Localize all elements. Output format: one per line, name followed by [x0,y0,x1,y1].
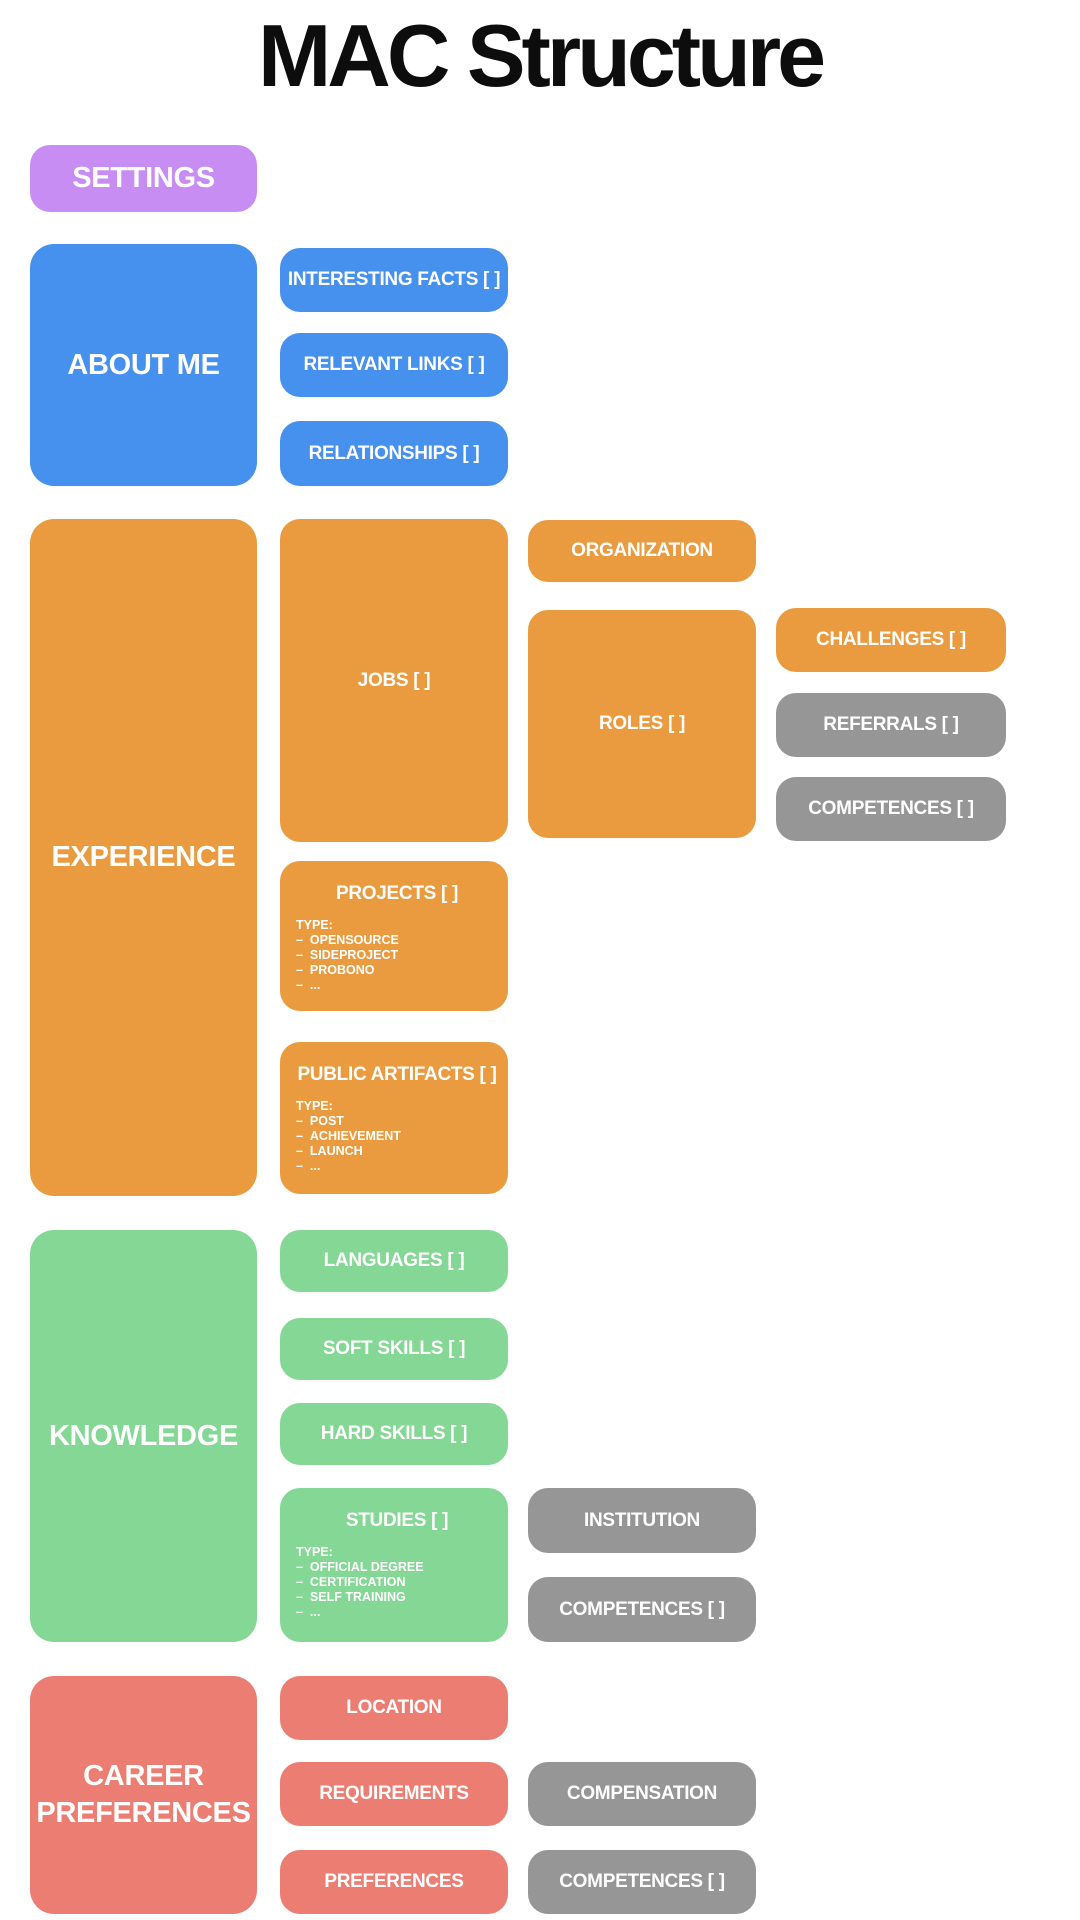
node-settings[interactable]: SETTINGS [30,145,257,212]
node-compensation-label: COMPENSATION [566,1783,718,1804]
node-location[interactable]: LOCATION [280,1676,508,1740]
studies-type-header: TYPE: [296,1545,333,1559]
node-roles-competences[interactable]: COMPETENCES [ ] [776,777,1006,841]
node-public-artifacts-label: PUBLIC ARTIFACTS [ ] [297,1064,497,1085]
node-compensation[interactable]: COMPENSATION [528,1762,756,1826]
node-experience[interactable]: EXPERIENCE [30,519,257,1196]
type-item: PROBONO [296,963,498,978]
node-relationships-label: RELATIONSHIPS [ ] [308,442,480,464]
node-hard-skills-label: HARD SKILLS [ ] [320,1423,468,1444]
node-projects[interactable]: PROJECTS [ ] TYPE: OPENSOURCE SIDEPROJEC… [280,861,508,1011]
node-studies-label: STUDIES [ ] [345,1510,449,1531]
type-item: OPENSOURCE [296,933,498,948]
node-experience-label: EXPERIENCE [51,841,236,873]
node-relevant-links[interactable]: RELEVANT LINKS [ ] [280,333,508,397]
node-career-preferences[interactable]: CAREER PREFERENCES [30,1676,257,1914]
node-roles[interactable]: ROLES [ ] [528,610,756,838]
node-about-me-label: ABOUT ME [67,348,220,381]
projects-type-list: OPENSOURCE SIDEPROJECT PROBONO ... [296,933,498,993]
node-languages-label: LANGUAGES [ ] [323,1250,465,1271]
node-soft-skills-label: SOFT SKILLS [ ] [322,1338,466,1359]
node-knowledge-label: KNOWLEDGE [48,1419,238,1452]
node-referrals[interactable]: REFERRALS [ ] [776,693,1006,757]
node-requirements-label: REQUIREMENTS [319,1783,469,1804]
node-public-artifacts[interactable]: PUBLIC ARTIFACTS [ ] TYPE: POST ACHIEVEM… [280,1042,508,1194]
type-item: SELF TRAINING [296,1590,498,1605]
type-item: SIDEPROJECT [296,948,498,963]
projects-type-header: TYPE: [296,918,333,932]
node-institution[interactable]: INSTITUTION [528,1488,756,1553]
node-roles-competences-label: COMPETENCES [ ] [808,798,974,819]
studies-type-list: OFFICIAL DEGREE CERTIFICATION SELF TRAIN… [296,1560,498,1620]
node-interesting-facts[interactable]: INTERESTING FACTS [ ] [280,248,508,312]
node-preferences-competences[interactable]: COMPETENCES [ ] [528,1850,756,1914]
node-interesting-facts-label: INTERESTING FACTS [ ] [287,269,501,290]
type-item: ACHIEVEMENT [296,1129,498,1144]
node-about-me[interactable]: ABOUT ME [30,244,257,486]
node-challenges-label: CHALLENGES [ ] [816,629,966,650]
node-jobs-label: JOBS [ ] [357,669,431,691]
node-relationships[interactable]: RELATIONSHIPS [ ] [280,421,508,486]
type-item: OFFICIAL DEGREE [296,1560,498,1575]
node-location-label: LOCATION [346,1697,442,1718]
node-organization[interactable]: ORGANIZATION [528,520,756,582]
node-soft-skills[interactable]: SOFT SKILLS [ ] [280,1318,508,1380]
node-languages[interactable]: LANGUAGES [ ] [280,1230,508,1292]
public-artifacts-type-list: POST ACHIEVEMENT LAUNCH ... [296,1114,498,1174]
node-studies[interactable]: STUDIES [ ] TYPE: OFFICIAL DEGREE CERTIF… [280,1488,508,1642]
type-item: ... [296,978,498,993]
type-item: CERTIFICATION [296,1575,498,1590]
node-studies-competences-label: COMPETENCES [ ] [559,1598,725,1620]
diagram-title: MAC Structure [257,6,826,105]
node-settings-label: SETTINGS [72,162,215,194]
type-item: POST [296,1114,498,1129]
node-preferences-label: PREFERENCES [324,1871,464,1892]
type-item: ... [296,1159,498,1174]
node-jobs[interactable]: JOBS [ ] [280,519,508,842]
node-studies-competences[interactable]: COMPETENCES [ ] [528,1577,756,1642]
node-preferences[interactable]: PREFERENCES [280,1850,508,1914]
node-career-preferences-label: CAREER PREFERENCES [36,1760,251,1829]
type-item: LAUNCH [296,1144,498,1159]
node-projects-label: PROJECTS [ ] [335,883,459,904]
node-organization-label: ORGANIZATION [571,540,713,561]
node-challenges[interactable]: CHALLENGES [ ] [776,608,1006,672]
node-relevant-links-label: RELEVANT LINKS [ ] [303,354,485,375]
node-referrals-label: REFERRALS [ ] [823,714,959,735]
public-artifacts-type-header: TYPE: [296,1099,333,1113]
node-institution-label: INSTITUTION [584,1509,700,1531]
node-preferences-competences-label: COMPETENCES [ ] [559,1871,725,1892]
node-knowledge[interactable]: KNOWLEDGE [30,1230,257,1642]
node-roles-label: ROLES [ ] [599,713,685,734]
type-item: ... [296,1605,498,1620]
node-requirements[interactable]: REQUIREMENTS [280,1762,508,1826]
node-hard-skills[interactable]: HARD SKILLS [ ] [280,1403,508,1465]
